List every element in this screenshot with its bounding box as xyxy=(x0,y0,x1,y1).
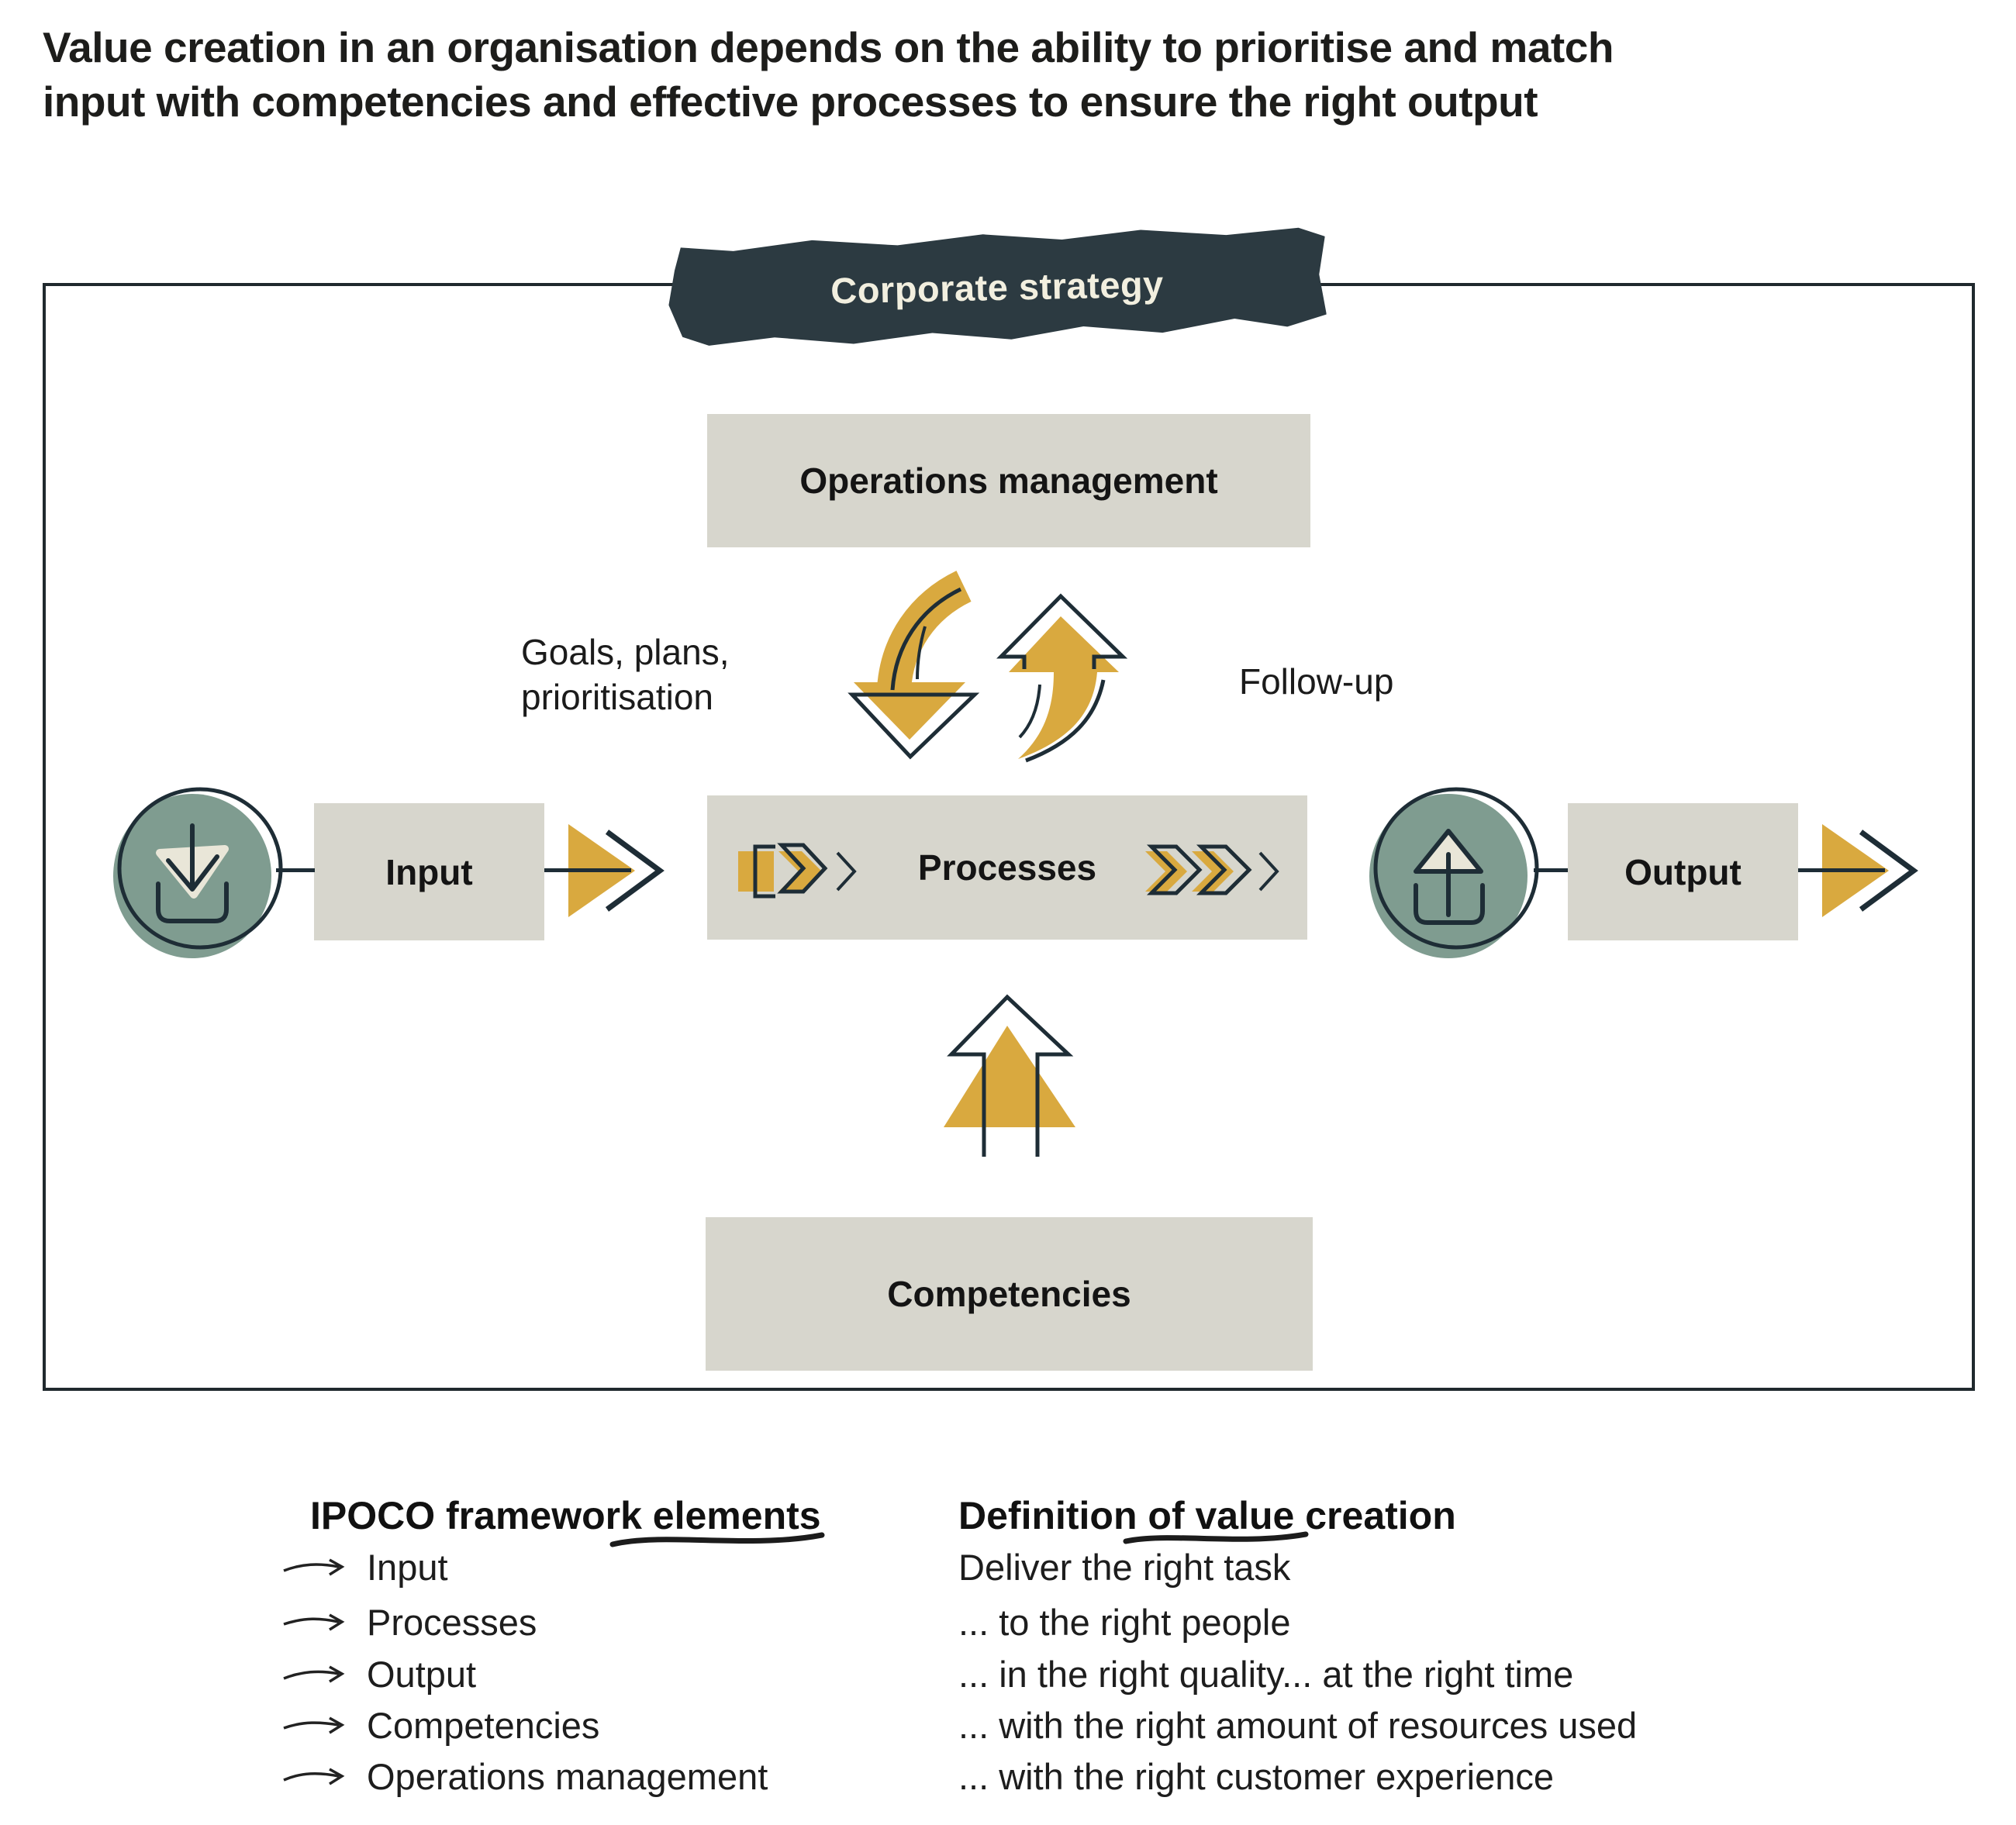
input-box: Input xyxy=(314,803,544,940)
hand-underline-icon xyxy=(609,1532,825,1547)
hand-arrow-icon xyxy=(283,1558,345,1575)
corporate-strategy-label: Corporate strategy xyxy=(830,263,1165,311)
legend-item-input: Input xyxy=(281,1546,448,1589)
value-creation-line: ... in the right quality... at the right… xyxy=(958,1654,1574,1695)
hand-arrow-icon xyxy=(283,1613,345,1630)
follow-up-label: Follow-up xyxy=(1239,661,1394,702)
goals-label-line1: Goals, plans, xyxy=(521,632,730,672)
connector-input-to-processes xyxy=(544,868,631,872)
legend-right-heading: Definition of value creation xyxy=(958,1494,1456,1537)
process-chevrons-right-icon xyxy=(1145,844,1279,895)
value-creation-line: Deliver the right task xyxy=(958,1547,1291,1588)
operations-management-box: Operations management xyxy=(707,414,1310,547)
cycle-down-arrow-icon xyxy=(847,571,980,760)
hand-arrow-icon xyxy=(283,1716,345,1734)
legend-item-competencies: Competencies xyxy=(281,1704,599,1747)
value-creation-line: ... with the right amount of resources u… xyxy=(958,1705,1638,1746)
connector-output-to-out xyxy=(1798,868,1885,872)
legend-item-processes: Processes xyxy=(281,1601,537,1644)
processes-box: Processes xyxy=(707,795,1307,940)
output-label: Output xyxy=(1624,851,1742,892)
input-label: Input xyxy=(385,851,473,892)
connector-circle-to-input xyxy=(276,868,315,872)
competencies-box: Competencies xyxy=(706,1217,1313,1371)
legend-item-label: Output xyxy=(367,1654,477,1695)
value-creation-line: ... with the right customer experience xyxy=(958,1756,1555,1797)
cycle-up-arrow-icon xyxy=(996,593,1128,763)
legend-item-label: Operations management xyxy=(367,1756,768,1797)
competencies-label: Competencies xyxy=(887,1274,1131,1314)
page-title: Value creation in an organisation depend… xyxy=(43,20,1958,129)
legend-item-label: Input xyxy=(367,1547,448,1588)
processes-label: Processes xyxy=(917,847,1097,888)
goals-label-line2: prioritisation xyxy=(521,677,713,717)
legend-item-output: Output xyxy=(281,1653,476,1696)
goals-plans-label: Goals, plans, prioritisation xyxy=(521,630,729,719)
legend-item-label: Competencies xyxy=(367,1705,600,1746)
legend-item-label: Processes xyxy=(367,1602,537,1643)
competencies-up-arrow-icon xyxy=(944,994,1075,1157)
output-box: Output xyxy=(1568,803,1798,940)
hand-underline-icon xyxy=(1123,1531,1309,1544)
legend-item-operations-management: Operations management xyxy=(281,1755,768,1798)
connector-circle-to-output xyxy=(1534,868,1568,872)
hand-arrow-icon xyxy=(283,1767,345,1785)
operations-management-label: Operations management xyxy=(799,461,1218,501)
process-chevrons-left-icon xyxy=(738,843,857,899)
legend-left-heading: IPOCO framework elements xyxy=(310,1494,821,1537)
value-creation-line: ... to the right people xyxy=(958,1602,1291,1643)
upload-output-icon xyxy=(1369,787,1539,958)
download-input-icon xyxy=(113,787,283,958)
page-title-line1: Value creation in an organisation depend… xyxy=(43,23,1614,71)
hand-arrow-icon xyxy=(283,1665,345,1682)
page-title-line2: input with competencies and effective pr… xyxy=(43,78,1538,126)
